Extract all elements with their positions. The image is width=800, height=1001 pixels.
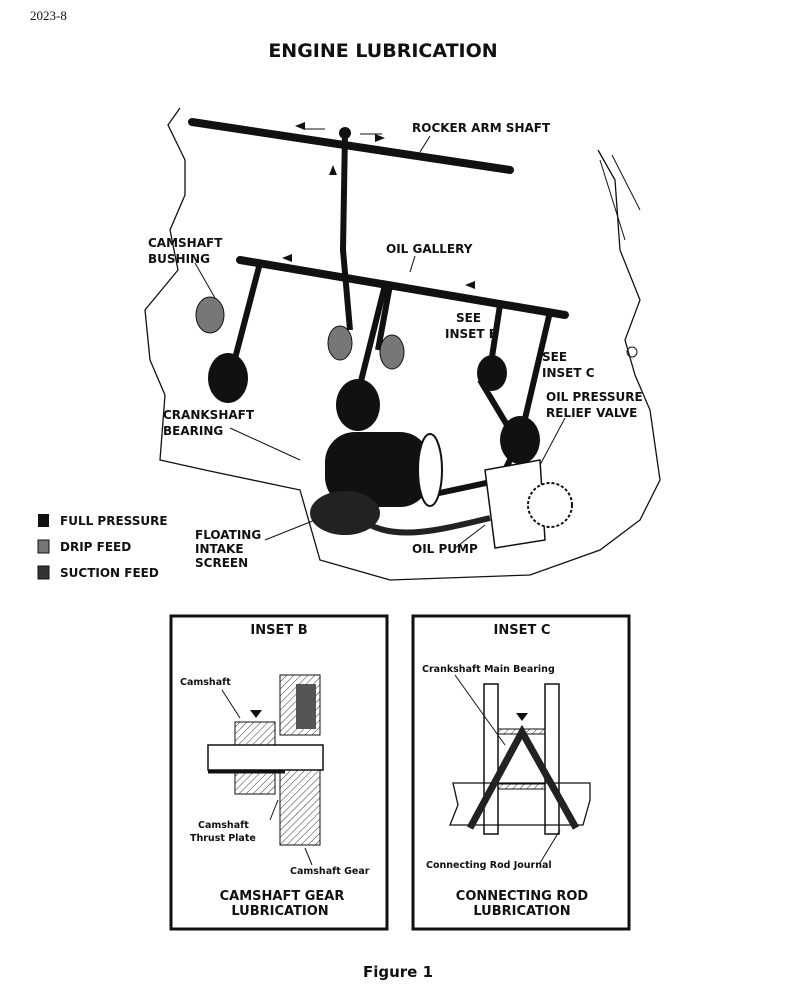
label-oil-gallery: OIL GALLERY xyxy=(386,242,473,256)
inset-c-heading: INSET C xyxy=(494,623,551,638)
label-see-inset-b-2: INSET B xyxy=(445,327,498,341)
inset-c-main-bearing-label: Crankshaft Main Bearing xyxy=(422,664,555,675)
legend: FULL PRESSURE DRIP FEED SUCTION FEED xyxy=(37,514,168,580)
rocker-arm-shaft xyxy=(188,118,514,174)
inset-c: INSET C Crankshaft Main Bearing Connecti… xyxy=(411,614,631,931)
inset-c-journal-label: Connecting Rod Journal xyxy=(426,860,552,871)
label-crankshaft-bearing-2: BEARING xyxy=(163,424,223,438)
label-relief-valve-1: OIL PRESSURE xyxy=(546,390,643,404)
floating-intake-screen xyxy=(310,491,491,536)
inset-c-caption-1: CONNECTING ROD xyxy=(456,889,589,904)
figure-caption: Figure 1 xyxy=(363,963,433,981)
camshaft-bushings xyxy=(195,296,405,370)
page-number: 2023-8 xyxy=(30,8,67,23)
engine-block-outline xyxy=(144,107,661,581)
inset-b-camshaft-label: Camshaft xyxy=(180,677,231,688)
block-edge-lines xyxy=(599,154,641,241)
leader-lines xyxy=(194,135,566,549)
flow-arrows xyxy=(282,122,475,289)
label-see-inset-c-1: SEE xyxy=(542,350,567,364)
page-title: ENGINE LUBRICATION xyxy=(268,40,497,62)
oil-filter xyxy=(325,432,443,507)
label-intake-screen-2: INTAKE xyxy=(195,542,244,556)
oil-riser xyxy=(339,132,353,331)
inset-b-caption-1: CAMSHAFT GEAR xyxy=(220,889,345,904)
label-intake-screen-1: FLOATING xyxy=(195,528,261,542)
label-rocker-arm-shaft: ROCKER ARM SHAFT xyxy=(412,121,551,135)
inset-c-caption-2: LUBRICATION xyxy=(473,904,570,919)
inset-b-thrust-plate-2: Thrust Plate xyxy=(190,833,256,844)
inset-b-gear-label: Camshaft Gear xyxy=(290,866,370,877)
legend-swatch-suction-feed xyxy=(37,565,50,580)
inset-b: INSET B Camshaft Camshaft Thrust Plate C… xyxy=(169,614,389,931)
inset-b-caption-2: LUBRICATION xyxy=(231,904,328,919)
label-see-inset-c-2: INSET C xyxy=(542,366,595,380)
legend-swatch-drip-feed xyxy=(37,539,50,554)
block-bolt xyxy=(626,346,638,358)
inset-b-thrust-plate-1: Camshaft xyxy=(198,820,249,831)
label-relief-valve-2: RELIEF VALVE xyxy=(546,406,637,420)
legend-suction-feed: SUCTION FEED xyxy=(60,566,159,580)
inset-b-heading: INSET B xyxy=(250,623,307,638)
label-see-inset-b-1: SEE xyxy=(456,311,481,325)
legend-drip-feed: DRIP FEED xyxy=(60,540,131,554)
legend-full-pressure: FULL PRESSURE xyxy=(60,514,168,528)
label-camshaft-bushing-2: BUSHING xyxy=(148,252,210,266)
oil-gallery xyxy=(236,256,569,319)
label-oil-pump: OIL PUMP xyxy=(412,542,478,556)
label-crankshaft-bearing-1: CRANKSHAFT xyxy=(163,408,255,422)
label-camshaft-bushing-1: CAMSHAFT xyxy=(148,236,223,250)
oil-pump xyxy=(484,459,573,549)
label-intake-screen-3: SCREEN xyxy=(195,556,248,570)
crankshaft-bearings xyxy=(208,353,540,464)
legend-swatch-full-pressure xyxy=(38,514,49,527)
